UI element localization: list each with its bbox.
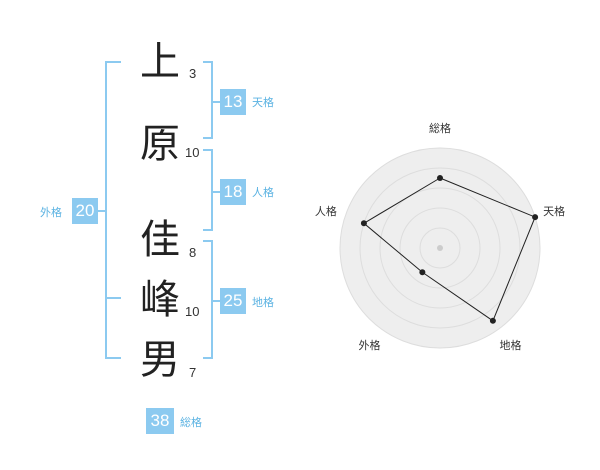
radar-axis-label-2: 天格 [543, 204, 565, 218]
radar-axis-label-5: 人格 [315, 204, 337, 218]
gaikaku-label: 外格 [40, 206, 62, 219]
name-char-5: 男 [140, 337, 180, 383]
radar-ring [359, 167, 521, 329]
radar-point-3 [489, 317, 496, 324]
soukaku-label: 総格 [180, 416, 202, 429]
soukaku-badge: 38 [146, 408, 174, 434]
radar-series-line [363, 177, 536, 322]
chikaku-label: 地格 [252, 296, 274, 309]
name-char-4: 峰 [140, 277, 180, 323]
radar-center [437, 245, 443, 251]
chikaku-badge: 25 [220, 288, 246, 314]
radar-axis-label-1: 総格 [429, 121, 451, 135]
radar-point-2 [532, 214, 539, 221]
tenkaku-bracket [203, 61, 220, 139]
jinkaku-bracket [203, 149, 220, 231]
gaikaku-badge: 20 [72, 198, 98, 224]
radar-ring [379, 187, 501, 309]
radar-ring [339, 147, 541, 349]
radar-point-4 [419, 269, 426, 276]
name-char-1: 上 [140, 39, 180, 85]
name-char-2: 原 [140, 121, 180, 167]
radar-point-5 [360, 220, 367, 227]
stroke-count-2: 10 [185, 145, 200, 160]
tenkaku-label: 天格 [252, 96, 274, 109]
radar-ring [419, 227, 461, 269]
jinkaku-label: 人格 [252, 186, 274, 199]
stroke-count-1: 3 [189, 66, 197, 81]
radar-axis-label-4: 外格 [358, 338, 380, 352]
radar-axis-label-3: 地格 [500, 338, 522, 352]
name-char-3: 佳 [140, 217, 180, 263]
jinkaku-badge: 18 [220, 179, 246, 205]
radar-point-1 [437, 175, 443, 181]
gaikaku-bracket [98, 61, 121, 359]
stroke-count-5: 7 [189, 365, 197, 380]
stroke-count-3: 8 [189, 245, 197, 260]
radar-ring [399, 207, 481, 289]
chikaku-bracket [203, 240, 220, 359]
tenkaku-badge: 13 [220, 89, 246, 115]
stroke-count-4: 10 [185, 304, 200, 319]
